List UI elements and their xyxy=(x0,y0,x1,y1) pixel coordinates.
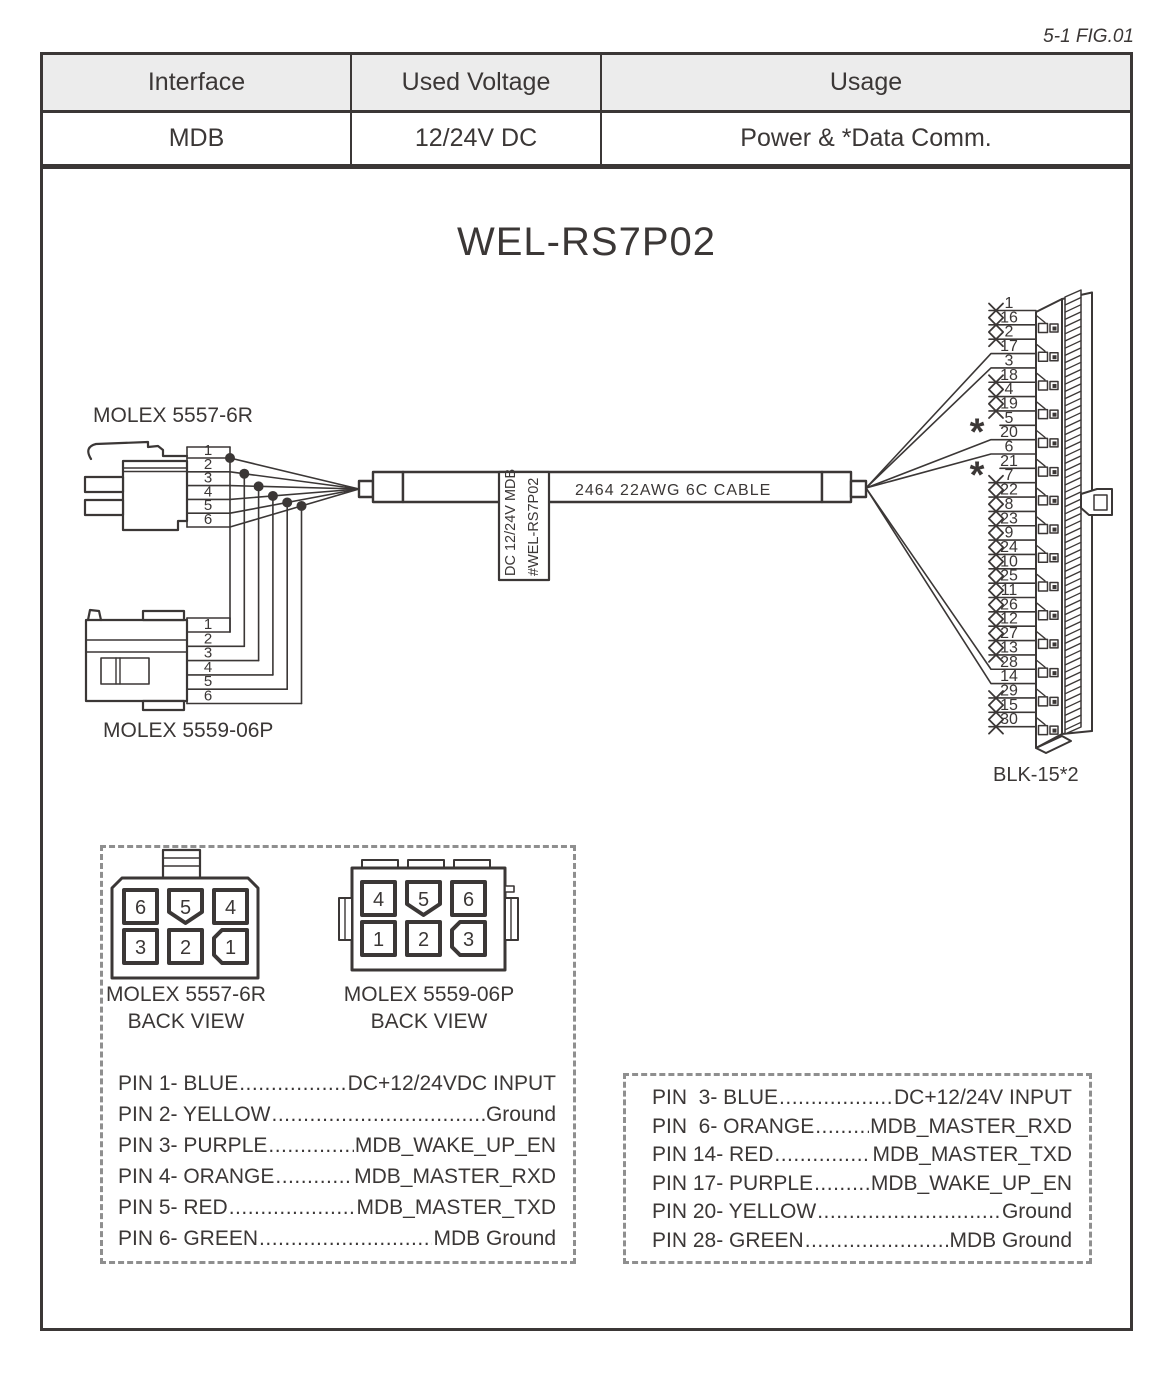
pin-color-label: PIN 28- GREEN xyxy=(652,1228,804,1252)
pin-assignment-row: PIN 2- YELLOW Ground xyxy=(118,1103,556,1134)
pin-assignment-row: PIN 20- YELLOW Ground xyxy=(652,1200,1072,1229)
signal-label: MDB Ground xyxy=(949,1228,1072,1252)
pin-assignment-row: PIN 5- RED MDB_MASTER_TXD xyxy=(118,1196,556,1227)
signal-label: DC+12/24VDC INPUT xyxy=(347,1072,556,1095)
signal-label: MDB_MASTER_TXD xyxy=(872,1143,1072,1166)
figure-number: 5-1 FIG.01 xyxy=(1043,26,1134,47)
dot-leader xyxy=(814,1172,870,1196)
pin-assignment-row: PIN 4- ORANGE MDB_MASTER_RXD xyxy=(118,1165,556,1196)
pin-color-label: PIN 5- RED xyxy=(118,1196,228,1219)
backview-5559-title: MOLEX 5559-06P xyxy=(343,983,515,1006)
backview-5557-subtitle: BACK VIEW xyxy=(127,1010,245,1033)
signal-label: Ground xyxy=(1001,1200,1072,1223)
pin-color-label: PIN 6- GREEN xyxy=(118,1227,259,1250)
signal-label: Ground xyxy=(485,1103,556,1126)
pin-color-label: PIN 1- BLUE xyxy=(118,1072,239,1095)
pin-assignment-row: PIN 28- GREEN MDB Ground xyxy=(652,1229,1072,1258)
table-cell-usage: Power & *Data Comm. xyxy=(602,113,1130,166)
pin-color-label: PIN 14- RED xyxy=(652,1143,774,1166)
signal-label: MDB_WAKE_UP_EN xyxy=(354,1134,556,1157)
signal-label: MDB_WAKE_UP_EN xyxy=(870,1171,1072,1195)
backview-5559-caption: MOLEX 5559-06P BACK VIEW xyxy=(343,981,515,1035)
backview-5557-caption: MOLEX 5557-6R BACK VIEW xyxy=(100,981,272,1035)
signal-label: DC+12/24V INPUT xyxy=(894,1086,1072,1109)
dot-leader xyxy=(275,1165,353,1189)
dot-leader xyxy=(272,1103,485,1127)
pin-color-label: PIN 4- ORANGE xyxy=(118,1165,275,1188)
signal-label: MDB Ground xyxy=(433,1227,556,1250)
pin-color-label: PIN 3- BLUE xyxy=(652,1086,779,1109)
dot-leader xyxy=(239,1072,346,1096)
signal-label: MDB_MASTER_RXD xyxy=(870,1114,1072,1138)
spec-table: Interface Used Voltage Usage MDB 12/24V … xyxy=(40,52,1133,169)
dot-leader xyxy=(805,1229,949,1253)
pin-color-label: PIN 20- YELLOW xyxy=(652,1200,817,1223)
pin-assignment-row: PIN 6- GREEN MDB Ground xyxy=(118,1227,556,1258)
pin-assignment-row: PIN 14- RED MDB_MASTER_TXD xyxy=(652,1143,1072,1172)
table-header-interface: Interface xyxy=(43,55,352,113)
pin-assignment-row: PIN 17- PURPLE MDB_WAKE_UP_EN xyxy=(652,1172,1072,1201)
table-header-voltage: Used Voltage xyxy=(352,55,602,113)
dot-leader xyxy=(779,1086,893,1110)
table-cell-voltage: 12/24V DC xyxy=(352,113,602,166)
table-cell-interface: MDB xyxy=(43,113,352,166)
dot-leader xyxy=(774,1143,871,1167)
signal-label: MDB_MASTER_TXD xyxy=(356,1196,556,1219)
dot-leader xyxy=(259,1227,432,1251)
pin-assignment-row: PIN 1- BLUE DC+12/24VDC INPUT xyxy=(118,1072,556,1103)
backview-5559-subtitle: BACK VIEW xyxy=(370,1010,488,1033)
pin-color-label: PIN 2- YELLOW xyxy=(118,1103,271,1126)
legend-box-right xyxy=(623,1073,1092,1264)
pin-color-label: PIN 17- PURPLE xyxy=(652,1171,814,1195)
dot-leader xyxy=(268,1134,353,1158)
dot-leader xyxy=(817,1200,1001,1224)
pin-color-label: PIN 6- ORANGE xyxy=(652,1114,815,1138)
pin-list-blk: PIN 3- BLUE DC+12/24V INPUT PIN 6- ORANGE M… xyxy=(652,1086,1072,1257)
pin-assignment-row: PIN 3- PURPLE MDB_WAKE_UP_EN xyxy=(118,1134,556,1165)
dot-leader xyxy=(815,1115,869,1139)
diagram-title: WEL-RS7P02 xyxy=(457,220,716,264)
signal-label: MDB_MASTER_RXD xyxy=(354,1165,556,1188)
pin-color-label: PIN 3- PURPLE xyxy=(118,1134,268,1157)
legend-box-left xyxy=(100,845,576,1264)
pin-assignment-row: PIN 6- ORANGE MDB_MASTER_RXD xyxy=(652,1115,1072,1144)
pin-list-molex: PIN 1- BLUE DC+12/24VDC INPUT PIN 2- YELLO… xyxy=(118,1072,556,1258)
table-header-usage: Usage xyxy=(602,55,1130,113)
backview-5557-title: MOLEX 5557-6R xyxy=(106,983,266,1006)
dot-leader xyxy=(229,1196,356,1220)
pin-assignment-row: PIN 3- BLUE DC+12/24V INPUT xyxy=(652,1086,1072,1115)
